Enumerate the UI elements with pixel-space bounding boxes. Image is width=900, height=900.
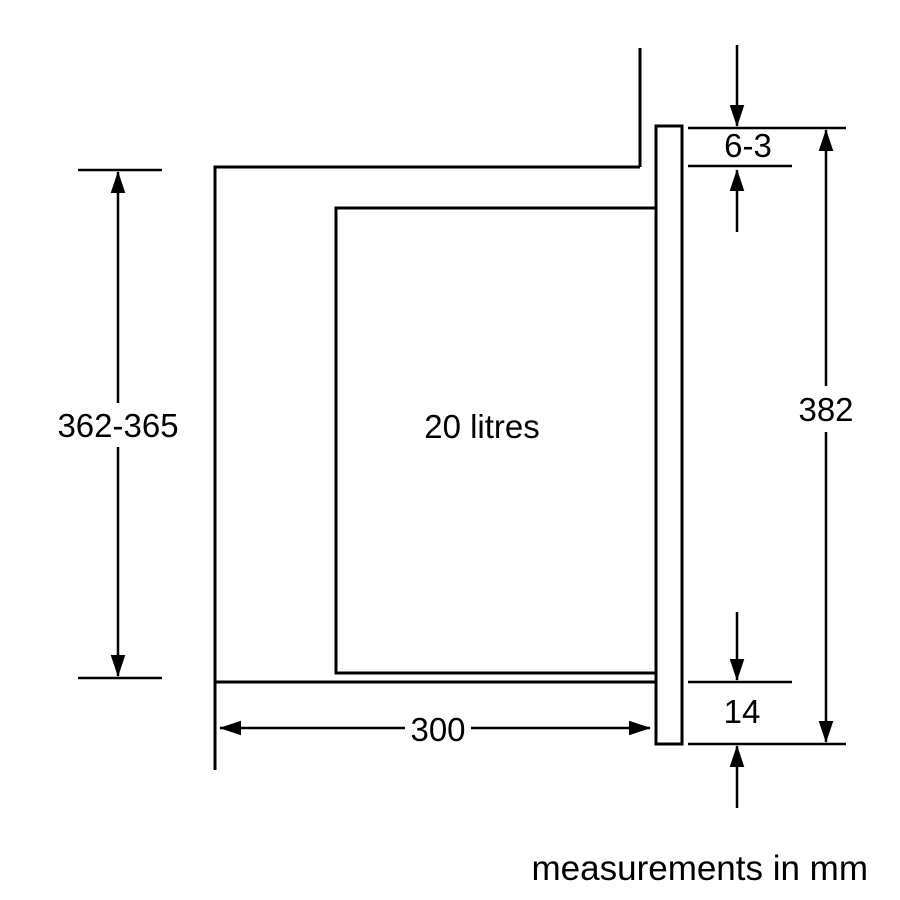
bottom-overhang-label: 14 bbox=[724, 693, 761, 730]
top-gap-label: 6-3 bbox=[724, 127, 772, 164]
front-height-label: 382 bbox=[798, 391, 853, 428]
dim-front-height: 382 bbox=[688, 126, 859, 746]
capacity-label: 20 litres bbox=[424, 408, 540, 445]
units-note: measurements in mm bbox=[532, 849, 868, 888]
dim-bottom-overhang: 14 bbox=[688, 612, 792, 808]
depth-label: 300 bbox=[410, 711, 465, 748]
niche-height-label: 362-365 bbox=[57, 407, 178, 444]
dim-depth: 300 bbox=[219, 706, 651, 750]
label-mask bbox=[405, 706, 471, 750]
microwave-body bbox=[334, 206, 658, 675]
label-mask bbox=[48, 403, 188, 447]
dim-niche-height: 362-365 bbox=[48, 168, 188, 680]
label-mask bbox=[793, 386, 859, 432]
front-panel bbox=[654, 124, 684, 746]
niche-outline bbox=[213, 165, 640, 770]
dim-top-gap: 6-3 bbox=[688, 45, 792, 232]
